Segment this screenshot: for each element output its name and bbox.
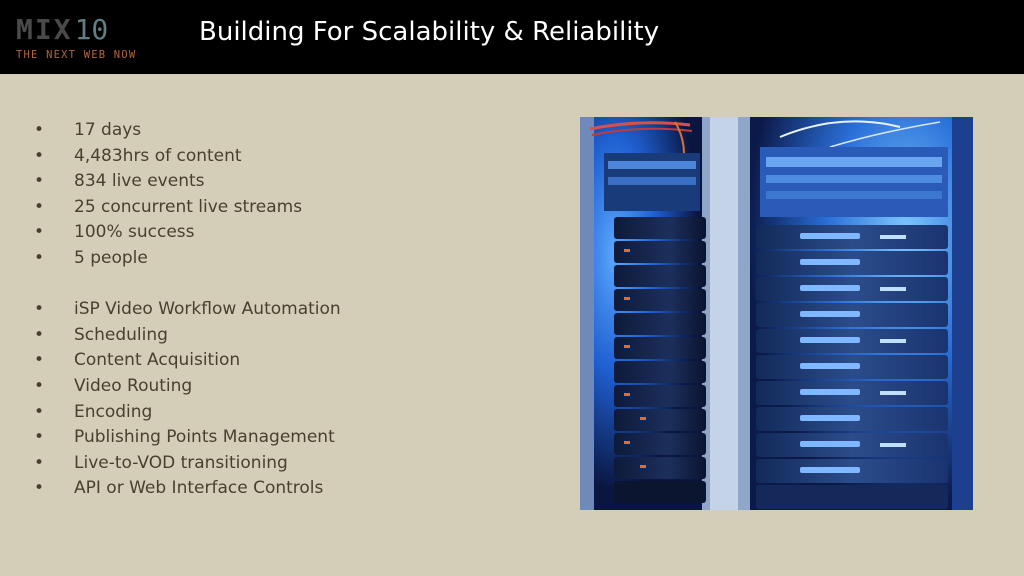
server-rack-illustration: [580, 117, 973, 510]
bullet-dot: •: [34, 452, 45, 473]
bullet-text: 25 concurrent live streams: [74, 196, 303, 217]
header-bar: MIX 10 THE NEXT WEB NOW Building For Sca…: [0, 0, 1024, 74]
bullet-dot: •: [34, 375, 45, 396]
bullet-dot: •: [34, 350, 45, 371]
logo-mark: MIX: [16, 13, 73, 46]
bullet-text: Scheduling: [74, 324, 168, 345]
bullet-item: • API or Web Interface Controls: [34, 476, 554, 502]
logo-tagline: THE NEXT WEB NOW: [16, 49, 137, 61]
bullet-item: • Video Routing: [34, 374, 554, 400]
bullet-dot: •: [34, 171, 45, 192]
bullet-dot: •: [34, 324, 45, 345]
bullet-dot: •: [34, 145, 45, 166]
bullet-dot: •: [34, 401, 45, 422]
bullet-item: • 4,483hrs of content: [34, 144, 554, 170]
bullet-item: • 17 days: [34, 118, 554, 144]
bullet-item: • 25 concurrent live streams: [34, 195, 554, 221]
bullet-text: Live-to-VOD transitioning: [74, 452, 288, 473]
bullet-text: iSP Video Workflow Automation: [74, 299, 341, 320]
bullet-spacer: [34, 272, 554, 298]
bullet-item: • Live-to-VOD transitioning: [34, 451, 554, 477]
bullet-dot: •: [34, 478, 45, 499]
bullet-item: • 5 people: [34, 246, 554, 272]
slide-title: Building For Scalability & Reliability: [199, 17, 660, 47]
bullet-text: Encoding: [74, 401, 153, 422]
bullet-text: Publishing Points Management: [74, 427, 335, 448]
bullet-text: API or Web Interface Controls: [74, 478, 324, 499]
bullet-item: • 834 live events: [34, 169, 554, 195]
bullet-item: • iSP Video Workflow Automation: [34, 297, 554, 323]
logo-number: 10: [74, 13, 109, 46]
bullet-item: • Scheduling: [34, 323, 554, 349]
bullet-text: 5 people: [74, 247, 148, 268]
bullet-item: • Content Acquisition: [34, 348, 554, 374]
bullet-dot: •: [34, 247, 45, 268]
bullet-dot: •: [34, 222, 45, 243]
bullet-dot: •: [34, 196, 45, 217]
mix10-logo: MIX 10 THE NEXT WEB NOW: [16, 14, 176, 66]
server-rack-photo: [580, 117, 973, 510]
bullet-dot: •: [34, 299, 45, 320]
bullet-dot: •: [34, 427, 45, 448]
bullet-text: 17 days: [74, 120, 142, 140]
bullet-text: Video Routing: [74, 375, 193, 396]
bullet-text: Content Acquisition: [74, 350, 241, 371]
bullet-item: • 100% success: [34, 220, 554, 246]
bullet-list: • 17 days • 4,483hrs of content • 834 live …: [34, 118, 554, 502]
bullet-item: • Encoding: [34, 400, 554, 426]
bullet-item: • Publishing Points Management: [34, 425, 554, 451]
bullet-text: 4,483hrs of content: [74, 145, 242, 166]
bullet-dot: •: [34, 120, 45, 140]
bullet-text: 834 live events: [74, 171, 205, 192]
bullet-text: 100% success: [74, 222, 195, 243]
